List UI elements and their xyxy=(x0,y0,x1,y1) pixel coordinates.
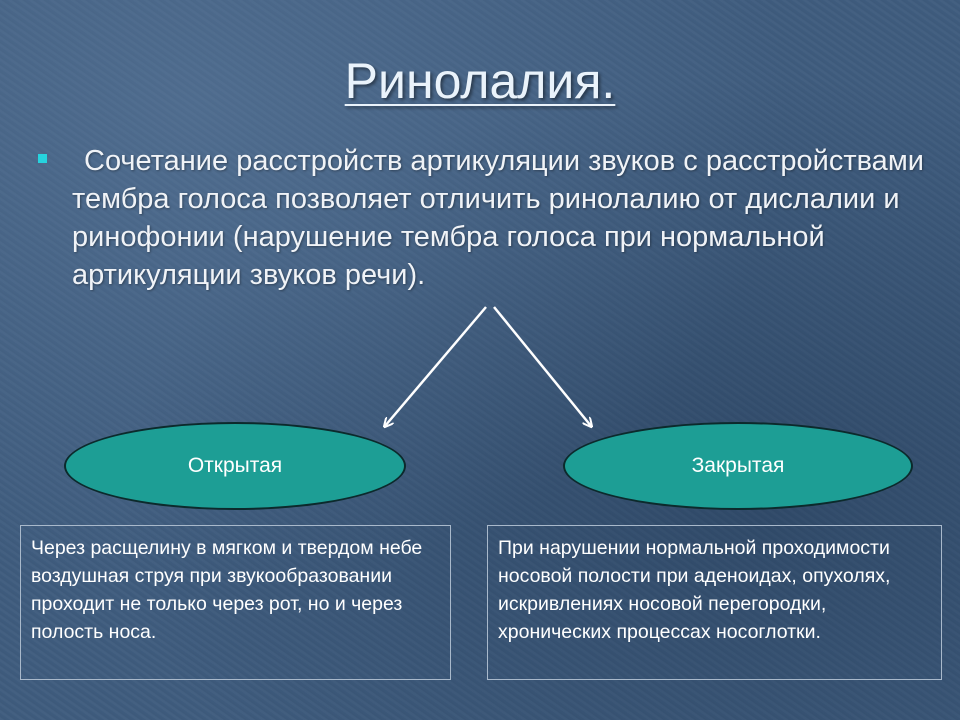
bullet-square-icon xyxy=(38,154,47,163)
ellipse-open: Открытая xyxy=(64,422,406,510)
ellipse-open-label: Открытая xyxy=(187,454,283,477)
bullet-text-content: Сочетание расстройств артикуляции звуков… xyxy=(72,145,924,291)
description-open: Через расщелину в мягком и твердом небе … xyxy=(20,525,451,680)
description-closed: При нарушении нормальной проходимости но… xyxy=(487,525,942,680)
ellipse-closed: Закрытая xyxy=(563,422,913,510)
arrow-right xyxy=(493,306,591,426)
slide-title: Ринолалия. xyxy=(344,53,616,109)
bullet-text: Сочетание расстройств артикуляции звуков… xyxy=(72,142,942,294)
arrow-left xyxy=(385,306,487,426)
ellipse-closed-label: Закрытая xyxy=(691,454,785,477)
